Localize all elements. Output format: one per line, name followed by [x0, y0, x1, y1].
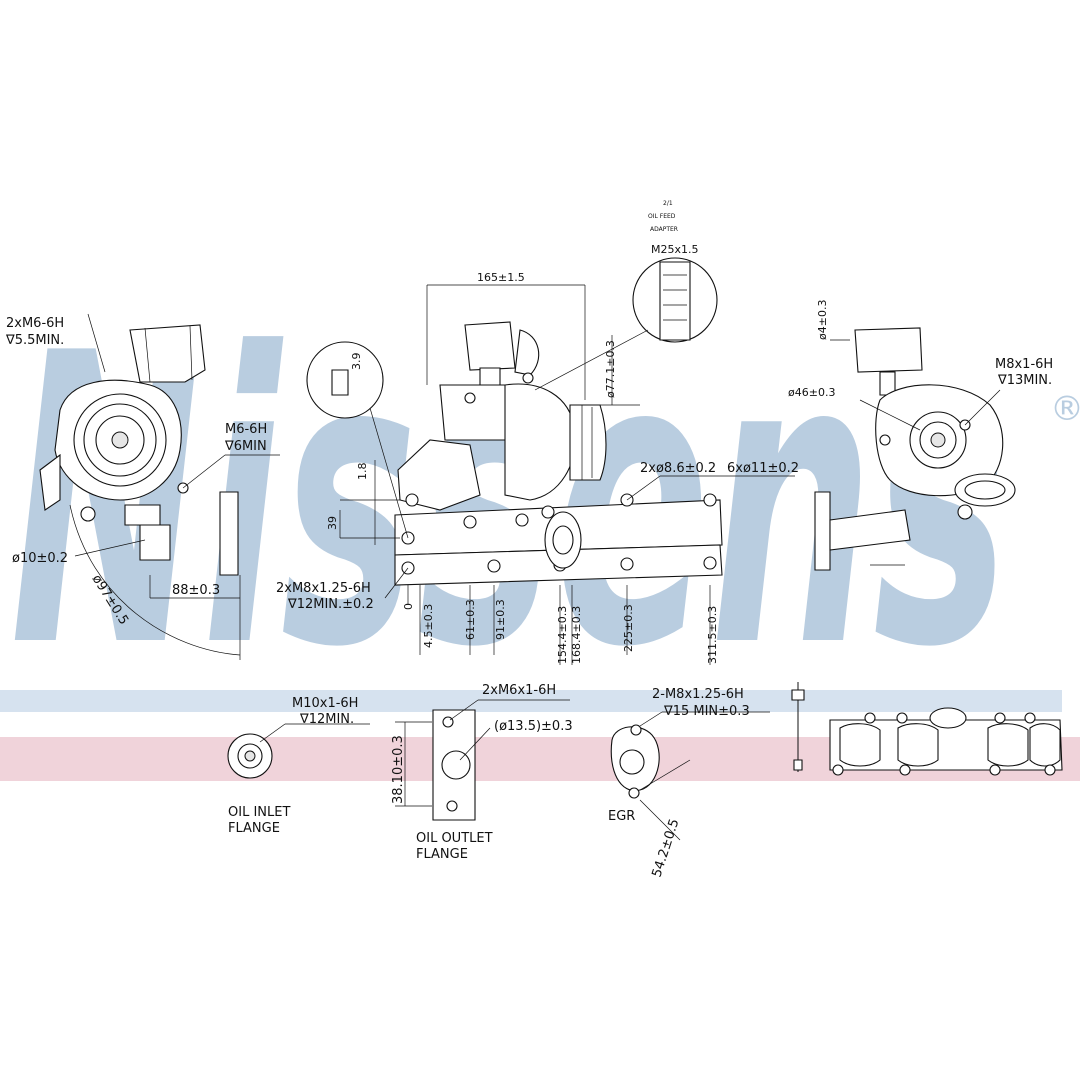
oil-outlet-caption-line2: FLANGE — [416, 847, 468, 862]
baseline-dim-4: 154.4±0.3 — [556, 606, 569, 664]
center-feed-line3: ADAPTER — [650, 226, 678, 233]
center-width-dim: 165±1.5 — [477, 271, 525, 284]
egr-caption: EGR — [608, 809, 635, 824]
left-m6-line2: ∇6MIN — [224, 439, 267, 454]
egr-flange — [610, 711, 770, 841]
center-thread-line2: ∇12MIN.±0.2 — [287, 597, 374, 612]
probe-drawing — [791, 682, 805, 772]
right-dia46: ø46±0.3 — [788, 386, 835, 399]
oil-inlet-thread-line1: M10x1-6H — [292, 696, 358, 711]
center-holes-b: 6xø11±0.2 — [727, 461, 799, 476]
baseline-dim-5: 168.4±0.3 — [570, 606, 583, 664]
left-dim88: 88±0.3 — [172, 583, 220, 598]
center-thread-line1: 2xM8x1.25-6H — [276, 581, 371, 596]
right-view — [814, 327, 1016, 571]
baseline-dim-2: 61±0.3 — [464, 599, 477, 640]
oil-outlet-dim: 38.10±0.3 — [391, 735, 406, 804]
egr-thread-line2: ∇15 MIN±0.3 — [663, 704, 750, 719]
oil-inlet-caption-line2: FLANGE — [228, 821, 280, 836]
center-feed-thread: M25x1.5 — [651, 243, 699, 256]
center-39b: 3.9 — [350, 353, 363, 371]
egr-thread-line1: 2-M8x1.25-6H — [652, 687, 744, 702]
left-m6-line1: M6-6H — [225, 422, 267, 437]
baseline-dim-7: 311.5±0.3 — [706, 606, 719, 664]
oil-inlet-thread-line2: ∇12MIN. — [299, 712, 354, 727]
baseline-dim-0: 0 — [402, 603, 415, 610]
right-thread-line1: M8x1-6H — [995, 357, 1053, 372]
center-view — [306, 257, 795, 665]
left-dia10: ø10±0.2 — [12, 551, 68, 566]
oil-inlet-flange — [227, 723, 370, 779]
baseline-dim-3: 91±0.3 — [494, 599, 507, 640]
center-dia77-label: ø77.1±0.3 — [604, 340, 617, 398]
center-feed-line2: OIL FEED — [648, 213, 676, 220]
center-39: 39 — [326, 516, 339, 530]
oil-inlet-caption-line1: OIL INLET — [228, 805, 290, 820]
center-holes-a: 2xø8.6±0.2 — [640, 461, 716, 476]
oil-outlet-dia: (ø13.5)±0.3 — [494, 719, 573, 734]
right-dia4: ø4±0.3 — [816, 300, 829, 340]
right-thread-line2: ∇13MIN. — [997, 373, 1052, 388]
left-view — [39, 313, 280, 660]
baseline-dim-6: 225±0.3 — [622, 604, 635, 652]
left-thread-line1: 2xM6-6H — [6, 316, 64, 331]
manifold-gasket — [829, 707, 1063, 776]
baseline-dim-1: 4.5±0.3 — [422, 604, 435, 648]
left-thread-line2: ∇5.5MIN. — [5, 333, 64, 348]
center-18: 1.8 — [356, 463, 369, 481]
oil-outlet-thread: 2xM6x1-6H — [482, 683, 556, 698]
registered-mark: ® — [1050, 389, 1080, 429]
oil-outlet-flange — [395, 699, 570, 821]
egr-dim: 54.2±0.5 — [650, 817, 683, 879]
oil-outlet-caption-line1: OIL OUTLET — [416, 831, 493, 846]
center-feed-line1: 2/1 — [663, 200, 673, 207]
